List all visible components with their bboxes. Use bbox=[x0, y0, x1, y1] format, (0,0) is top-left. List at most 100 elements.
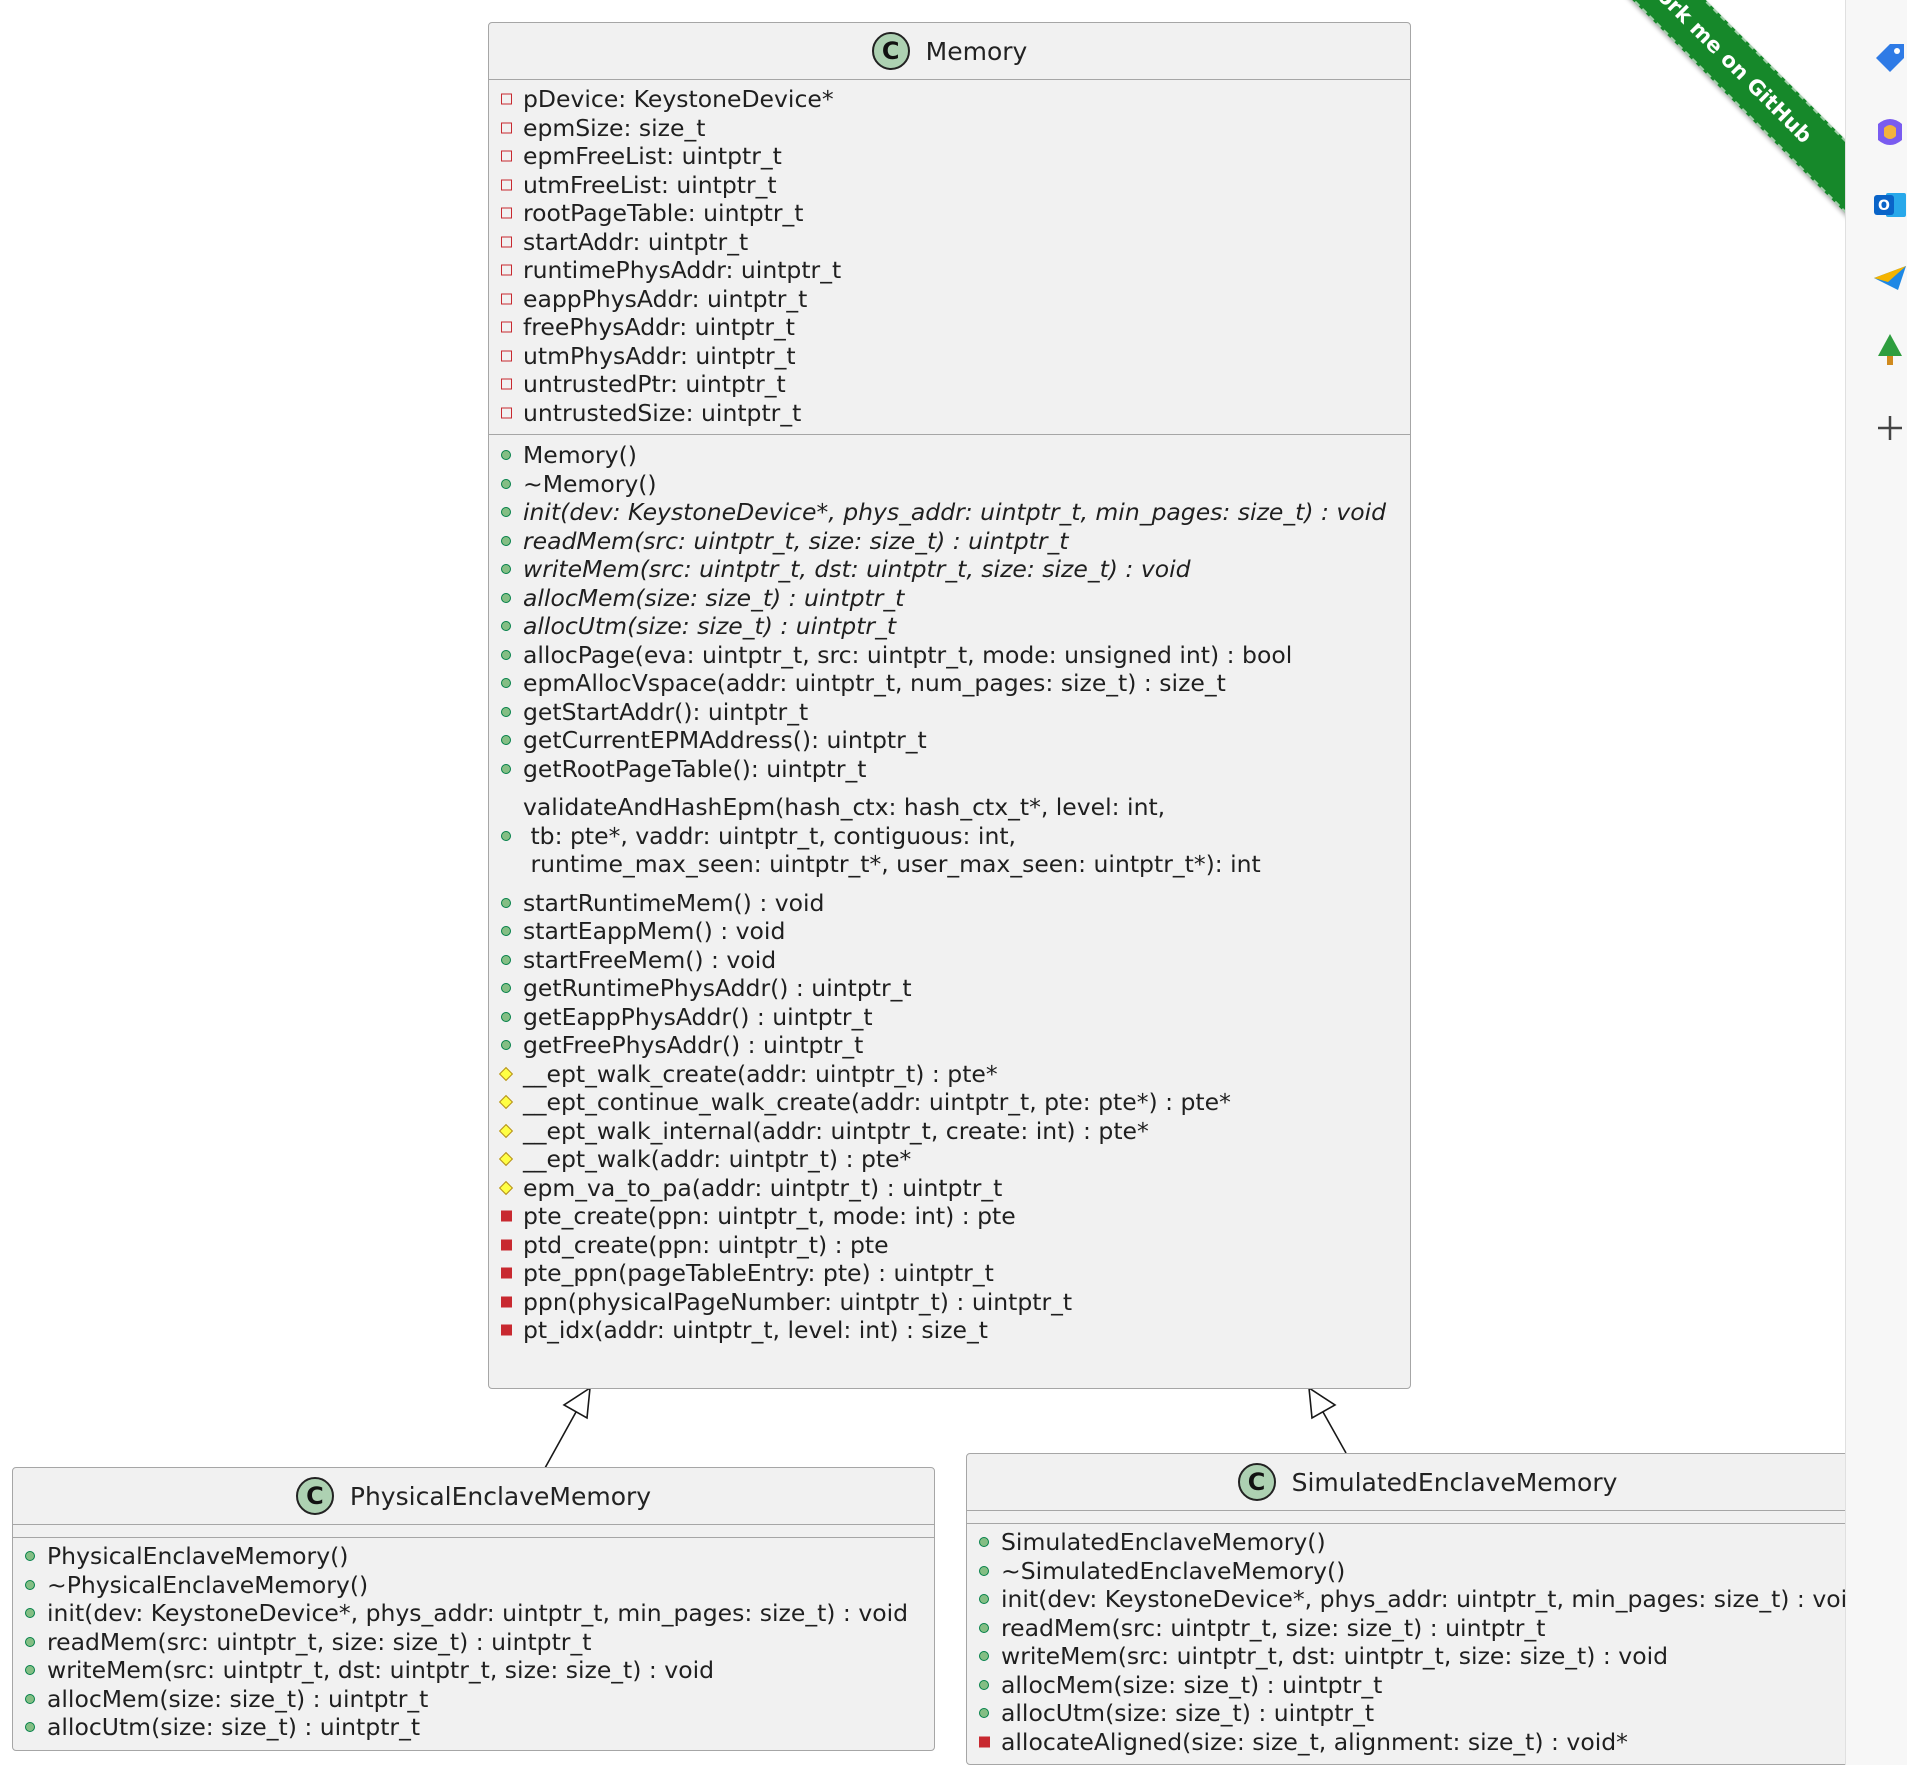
field-row: epmFreeList: uintptr_t bbox=[489, 142, 1410, 171]
public-visibility-icon bbox=[501, 763, 511, 774]
method-text: allocateAligned(size: size_t, alignment:… bbox=[1001, 1727, 1628, 1756]
method-row: __ept_walk_create(addr: uintptr_t) : pte… bbox=[489, 1060, 1410, 1089]
field-text: epmFreeList: uintptr_t bbox=[523, 142, 782, 170]
public-visibility-icon bbox=[501, 507, 511, 518]
protected-visibility-icon bbox=[498, 1066, 514, 1081]
method-text: PhysicalEnclaveMemory() bbox=[47, 1542, 349, 1570]
public-visibility-icon bbox=[501, 706, 511, 717]
field-row: epmSize: size_t bbox=[489, 114, 1410, 143]
method-text: init(dev: KeystoneDevice*, phys_addr: ui… bbox=[47, 1599, 909, 1627]
tree-icon bbox=[1878, 334, 1902, 365]
method-row: readMem(src: uintptr_t, size: size_t) : … bbox=[13, 1628, 934, 1657]
method-text: SimulatedEnclaveMemory() bbox=[1001, 1528, 1326, 1556]
method-text: startEappMem() : void bbox=[523, 917, 786, 945]
method-text: epmAllocVspace(addr: uintptr_t, num_page… bbox=[523, 669, 1226, 697]
class-name: PhysicalEnclaveMemory bbox=[349, 1481, 652, 1511]
public-visibility-icon bbox=[25, 1636, 35, 1647]
method-text: getEappPhysAddr() : uintptr_t bbox=[523, 1002, 873, 1031]
private-method-visibility-icon bbox=[501, 1210, 512, 1222]
methods-section: SimulatedEnclaveMemory()~SimulatedEnclav… bbox=[967, 1524, 1845, 1762]
method-text: allocUtm(size: size_t) : uintptr_t bbox=[47, 1713, 421, 1741]
field-row: freePhysAddr: uintptr_t bbox=[489, 313, 1410, 342]
method-row: allocMem(size: size_t) : uintptr_t bbox=[13, 1685, 934, 1714]
private-field-visibility-icon bbox=[501, 207, 512, 219]
public-visibility-icon bbox=[979, 1594, 989, 1605]
plus-icon bbox=[1878, 416, 1902, 440]
private-field-visibility-icon bbox=[501, 150, 512, 162]
method-row: pte_create(ppn: uintptr_t, mode: int) : … bbox=[489, 1202, 1410, 1231]
public-visibility-icon bbox=[501, 592, 511, 603]
field-text: pDevice: KeystoneDevice* bbox=[523, 85, 834, 113]
method-text: __ept_continue_walk_create(addr: uintptr… bbox=[523, 1088, 1231, 1116]
private-field-visibility-icon bbox=[501, 93, 512, 105]
method-row: __ept_walk(addr: uintptr_t) : pte* bbox=[489, 1145, 1410, 1174]
protected-visibility-icon bbox=[498, 1095, 514, 1110]
public-visibility-icon bbox=[25, 1722, 35, 1733]
inheritance-edges bbox=[544, 1386, 1347, 1469]
method-text: allocMem(size: size_t) : uintptr_t bbox=[1001, 1670, 1383, 1699]
sidebar-copilot-button[interactable] bbox=[1872, 114, 1907, 150]
send-icon bbox=[1874, 266, 1906, 290]
method-row: startFreeMem() : void bbox=[489, 946, 1410, 975]
method-row: getStartAddr(): uintptr_t bbox=[489, 698, 1410, 727]
class-memory[interactable]: C Memory pDevice: KeystoneDevice*epmSize… bbox=[488, 22, 1411, 1389]
method-row: startRuntimeMem() : void bbox=[489, 889, 1410, 918]
methods-section: PhysicalEnclaveMemory()~PhysicalEnclaveM… bbox=[13, 1538, 934, 1748]
diagram-canvas: C Memory pDevice: KeystoneDevice*epmSize… bbox=[12, 0, 1845, 1765]
method-text: Memory() bbox=[523, 441, 637, 469]
sidebar-tag-button[interactable] bbox=[1872, 40, 1907, 76]
private-method-visibility-icon bbox=[501, 1324, 512, 1336]
class-stereotype-icon: C bbox=[871, 32, 910, 70]
method-row: init(dev: KeystoneDevice*, phys_addr: ui… bbox=[13, 1599, 934, 1628]
private-field-visibility-icon bbox=[501, 293, 512, 305]
method-text: init(dev: KeystoneDevice*, phys_addr: ui… bbox=[523, 498, 1387, 526]
method-row: allocUtm(size: size_t) : uintptr_t bbox=[967, 1699, 1845, 1728]
method-row: allocateAligned(size: size_t, alignment:… bbox=[967, 1728, 1845, 1757]
method-row: ~Memory() bbox=[489, 470, 1410, 499]
method-row: ~PhysicalEnclaveMemory() bbox=[13, 1571, 934, 1600]
method-row: PhysicalEnclaveMemory() bbox=[13, 1542, 934, 1571]
sidebar-tree-button[interactable] bbox=[1872, 332, 1907, 368]
method-row: writeMem(src: uintptr_t, dst: uintptr_t,… bbox=[489, 555, 1410, 584]
sidebar-outlook-button[interactable]: O bbox=[1872, 187, 1907, 223]
method-text: epm_va_to_pa(addr: uintptr_t) : uintptr_… bbox=[523, 1173, 1003, 1202]
class-stereotype-icon: C bbox=[295, 1477, 334, 1515]
method-text: pte_create(ppn: uintptr_t, mode: int) : … bbox=[523, 1202, 1016, 1230]
private-method-visibility-icon bbox=[501, 1296, 512, 1308]
inheritance-arrowhead-simulated bbox=[1308, 1386, 1337, 1420]
public-visibility-icon bbox=[979, 1622, 989, 1633]
edge-simulated-to-memory bbox=[1322, 1411, 1347, 1454]
method-text: allocMem(size: size_t) : uintptr_t bbox=[47, 1684, 429, 1713]
method-row: getRuntimePhysAddr() : uintptr_t bbox=[489, 974, 1410, 1003]
class-physical-enclave-memory[interactable]: C PhysicalEnclaveMemory PhysicalEnclaveM… bbox=[12, 1467, 935, 1751]
field-row: eappPhysAddr: uintptr_t bbox=[489, 285, 1410, 314]
private-field-visibility-icon bbox=[501, 407, 512, 419]
field-text: runtimePhysAddr: uintptr_t bbox=[523, 256, 842, 284]
class-header: C SimulatedEnclaveMemory bbox=[967, 1454, 1845, 1511]
copilot-icon bbox=[1878, 119, 1902, 145]
public-visibility-icon bbox=[25, 1693, 35, 1704]
sidebar-send-button[interactable] bbox=[1872, 260, 1907, 296]
edge-physical-to-memory bbox=[544, 1411, 577, 1469]
method-text: pte_ppn(pageTableEntry: pte) : uintptr_t bbox=[523, 1259, 994, 1287]
outlook-icon: O bbox=[1874, 193, 1906, 217]
method-text: allocPage(eva: uintptr_t, src: uintptr_t… bbox=[523, 640, 1293, 669]
public-visibility-icon bbox=[979, 1679, 989, 1690]
method-text: __ept_walk_create(addr: uintptr_t) : pte… bbox=[523, 1059, 998, 1088]
sidebar-add-button[interactable] bbox=[1872, 410, 1907, 446]
public-visibility-icon bbox=[501, 564, 511, 575]
private-field-visibility-icon bbox=[501, 122, 512, 134]
method-text: allocMem(size: size_t) : uintptr_t bbox=[523, 583, 905, 612]
fields-section bbox=[13, 1525, 934, 1538]
public-visibility-icon bbox=[979, 1651, 989, 1662]
field-text: untrustedSize: uintptr_t bbox=[523, 398, 802, 427]
method-text: init(dev: KeystoneDevice*, phys_addr: ui… bbox=[1001, 1585, 1845, 1613]
class-simulated-enclave-memory[interactable]: C SimulatedEnclaveMemory SimulatedEnclav… bbox=[966, 1453, 1845, 1765]
method-text: ~PhysicalEnclaveMemory() bbox=[47, 1570, 369, 1599]
method-text: getStartAddr(): uintptr_t bbox=[523, 697, 809, 726]
public-visibility-icon bbox=[25, 1608, 35, 1619]
public-visibility-icon bbox=[501, 535, 511, 546]
protected-visibility-icon bbox=[498, 1180, 514, 1195]
method-row: startEappMem() : void bbox=[489, 917, 1410, 946]
field-row: utmFreeList: uintptr_t bbox=[489, 171, 1410, 200]
